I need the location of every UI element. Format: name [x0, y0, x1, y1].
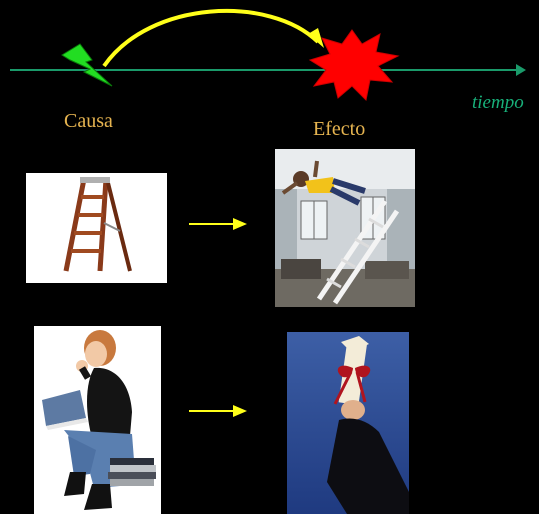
ladder-image [26, 173, 167, 283]
person-falling-image [275, 149, 415, 307]
explosion-burst-icon [308, 29, 400, 102]
effect-label: Efecto [313, 118, 366, 140]
curve-arrowhead [308, 28, 324, 48]
cause-label: Causa [64, 110, 113, 132]
lightning-bolt-icon [61, 43, 113, 87]
timeline-diagram [10, 9, 526, 102]
row-2-arrow [189, 405, 247, 417]
diploma-image [287, 332, 409, 514]
cause-effect-curve-arrow [102, 9, 320, 68]
row-1-arrow [189, 218, 247, 230]
time-axis-arrowhead [516, 64, 526, 76]
time-axis-label: tiempo [472, 92, 524, 113]
woman-studying-image [34, 326, 161, 514]
